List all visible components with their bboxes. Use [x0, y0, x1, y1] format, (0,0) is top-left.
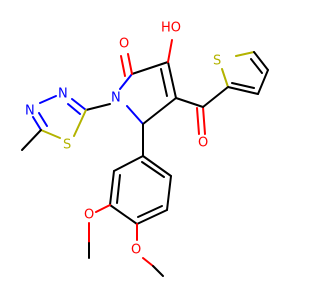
hydroxyl-group: HO: [161, 21, 181, 63]
bond-ph4-ph5: [136, 209, 168, 225]
methoxy-group-2: O: [131, 223, 164, 277]
bond-c2-c3: [131, 61, 169, 75]
bond-c5-n: [126, 105, 144, 125]
dimethoxyphenyl-ring: [109, 123, 172, 225]
bond-c4-c5: [142, 97, 177, 125]
bond-me2: [152, 265, 164, 277]
bond-c2-o: [127, 53, 133, 75]
bond-ph6-ph1: [142, 155, 172, 177]
bond-c5t-methyl: [21, 129, 42, 151]
atom-n-pyrrole: N: [111, 91, 121, 106]
bond-ph3-ph4: [109, 204, 138, 225]
thiophene-ring: S: [213, 51, 269, 95]
bond-c2-o-double: [120, 55, 126, 77]
bond-t5-t4-double: [250, 58, 263, 74]
bond-n4-c5t: [32, 116, 42, 131]
bond-ph4-ph5-inner: [137, 205, 163, 218]
atom-n-thiadiazole-1: N: [58, 87, 68, 102]
bond-s-t5: [235, 51, 255, 57]
bond-c3-oh: [167, 39, 173, 63]
bond-c5t-s: [40, 129, 61, 139]
bond-ck-o: [202, 106, 206, 135]
bond-ph1-ph2: [113, 155, 144, 172]
atom-o-methoxy-1: O: [84, 208, 94, 223]
atom-o-methoxy-2: O: [131, 243, 141, 258]
bond-c4-ck: [175, 97, 204, 108]
bond-t4-t3: [257, 69, 269, 95]
bond-c2t-n3: [71, 98, 87, 111]
bond-ph2-ph3: [109, 170, 115, 206]
bond-n-c2t: [85, 103, 111, 111]
bond-n3-n4: [39, 95, 57, 104]
bond-s-c2t: [73, 109, 87, 137]
atom-o-ring-carbonyl: O: [119, 37, 129, 52]
pyrrolinone-ring: [119, 61, 177, 125]
bond-ck-thiophene: [202, 86, 229, 108]
atom-s-thiadiazole: S: [63, 138, 71, 153]
bond-o2-me: [142, 257, 154, 267]
bond-ph6-ph1-inner: [141, 161, 165, 178]
thiadiazole-ring: N N S: [21, 87, 111, 153]
ring-carbonyl: O: [119, 37, 133, 77]
atom-s-thiophene: S: [213, 54, 221, 69]
bond-c2t-n3-double: [67, 103, 81, 115]
atom-n-thiadiazole-2: N: [25, 104, 35, 119]
bond-ph3-o1: [95, 204, 111, 213]
bond-c3-c4-double: [160, 68, 168, 97]
bond-ph5-ph6: [166, 175, 172, 211]
bond-t2-s: [221, 68, 229, 88]
ketone-linker: O: [175, 86, 229, 151]
atom-o-ketone: O: [198, 136, 208, 151]
methoxy-group-1: O: [84, 204, 111, 259]
bond-n-c2: [119, 73, 133, 90]
bond-t3-t2: [227, 86, 259, 95]
bond-t5-t4: [253, 51, 269, 71]
bond-n4-c5t-double: [38, 112, 48, 127]
bond-ph2-ph3-inner: [116, 174, 121, 204]
bond-c3-c4: [167, 61, 177, 99]
molecule-diagram: O HO N O S N N S: [21, 21, 269, 277]
bond-t3-t2-double: [231, 82, 255, 89]
atom-hydroxyl: HO: [161, 21, 181, 36]
bond-ck-o-double: [196, 107, 200, 135]
